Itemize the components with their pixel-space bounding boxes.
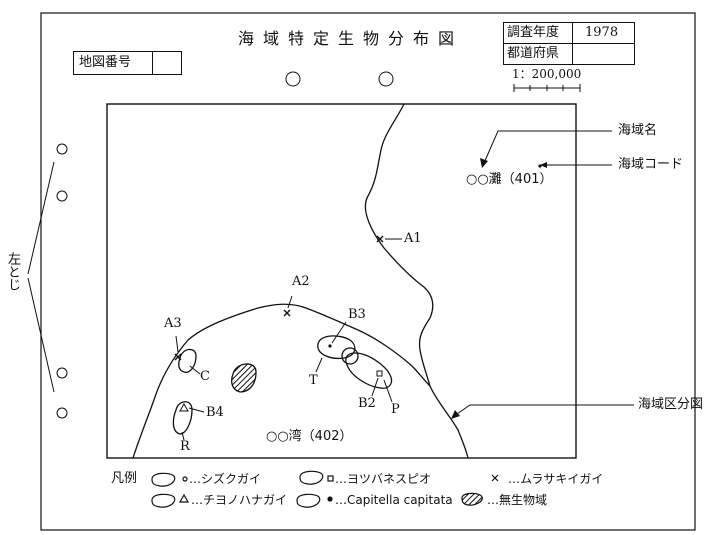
point-label-b3: B3	[348, 307, 366, 322]
legend-item-no-life: …無生物域	[487, 493, 548, 507]
square-marker-b2	[376, 370, 383, 377]
binding-label: 左とじ	[5, 252, 20, 291]
legend-item-capitella: …Capitella capitata	[335, 493, 453, 507]
sea-code-annotation: 海域コード	[618, 157, 684, 172]
legend-symbols	[151, 470, 499, 508]
area-label-wan: ○○湾（402）	[266, 429, 353, 444]
survey-year-label: 調査年度	[507, 25, 560, 40]
registration-circle	[285, 71, 301, 87]
legend-item-shizukugai: …シズクガイ	[189, 472, 262, 486]
area-label-nada: ○○灘（401）	[466, 172, 553, 187]
binding-line	[27, 277, 55, 393]
point-label-b2: B2	[358, 396, 376, 411]
coastline-east	[364, 103, 469, 459]
point-label-r: R	[180, 439, 190, 454]
survey-year-value: 1978	[585, 25, 619, 40]
point-label-b4: B4	[206, 405, 224, 420]
point-label-a2: A2	[292, 274, 310, 289]
distribution-area-t	[317, 335, 356, 360]
leader-c	[189, 365, 201, 375]
cross-marker-a2	[283, 309, 291, 317]
legend-item-murasakiigai: …ムラサキイガイ	[508, 472, 604, 486]
triangle-marker-b4	[179, 402, 189, 412]
point-label-p: P	[391, 402, 400, 417]
point-label-a3: A3	[164, 316, 182, 331]
leader-p	[383, 379, 393, 403]
legend-item-chiyonohanagai: …チヨノハナガイ	[191, 493, 288, 507]
sea-name-annotation: 海域名	[618, 123, 658, 138]
map-number-value-cell	[152, 51, 182, 75]
dot-marker-b3	[328, 344, 332, 348]
leader-b2	[371, 377, 379, 397]
arrow-sea-name	[483, 130, 612, 164]
coastline-bay	[132, 303, 431, 459]
arrowhead-sea-division	[451, 410, 460, 419]
prefecture-value-cell	[572, 43, 635, 65]
leader-t	[315, 357, 323, 373]
binding-hole	[56, 190, 68, 202]
point-label-a1: A1	[404, 231, 422, 246]
point-label-t: T	[309, 373, 318, 388]
leader-a2	[287, 295, 293, 309]
distribution-area-r	[172, 401, 193, 435]
leader-b4	[188, 407, 205, 413]
cross-marker-a1	[376, 235, 384, 243]
no-life-area	[231, 363, 257, 393]
map-number-label: 地図番号	[79, 55, 132, 70]
leader-a3	[175, 335, 179, 353]
page-title: 海域特定生物分布図	[238, 29, 464, 48]
prefecture-label: 都道府県	[507, 46, 560, 61]
outer-frame	[40, 12, 696, 531]
binding-hole	[56, 143, 68, 155]
binding-hole	[56, 407, 68, 419]
binding-hole	[56, 367, 68, 379]
leader-b3	[331, 321, 347, 344]
arrowhead-sea-name	[480, 158, 488, 168]
arrow-sea-division	[453, 404, 634, 417]
binding-line	[27, 161, 55, 275]
registration-circle	[378, 71, 394, 87]
legend-item-yotsubanesupio: …ヨツバネスピオ	[335, 472, 432, 486]
distribution-area-c	[178, 348, 197, 373]
scale-bar	[513, 84, 581, 92]
distribution-area-p	[345, 352, 393, 389]
map-frame	[106, 103, 577, 459]
point-label-c: C	[200, 369, 210, 384]
map-number-label-cell	[73, 51, 153, 75]
sea-division-annotation: 海域区分図	[638, 397, 704, 412]
legend-title: 凡例	[111, 471, 138, 486]
scale-text: 1：200,000	[512, 67, 582, 81]
distribution-area-b2-small	[341, 347, 359, 365]
arrowhead-sea-code	[540, 162, 547, 168]
leader-r	[181, 431, 185, 441]
